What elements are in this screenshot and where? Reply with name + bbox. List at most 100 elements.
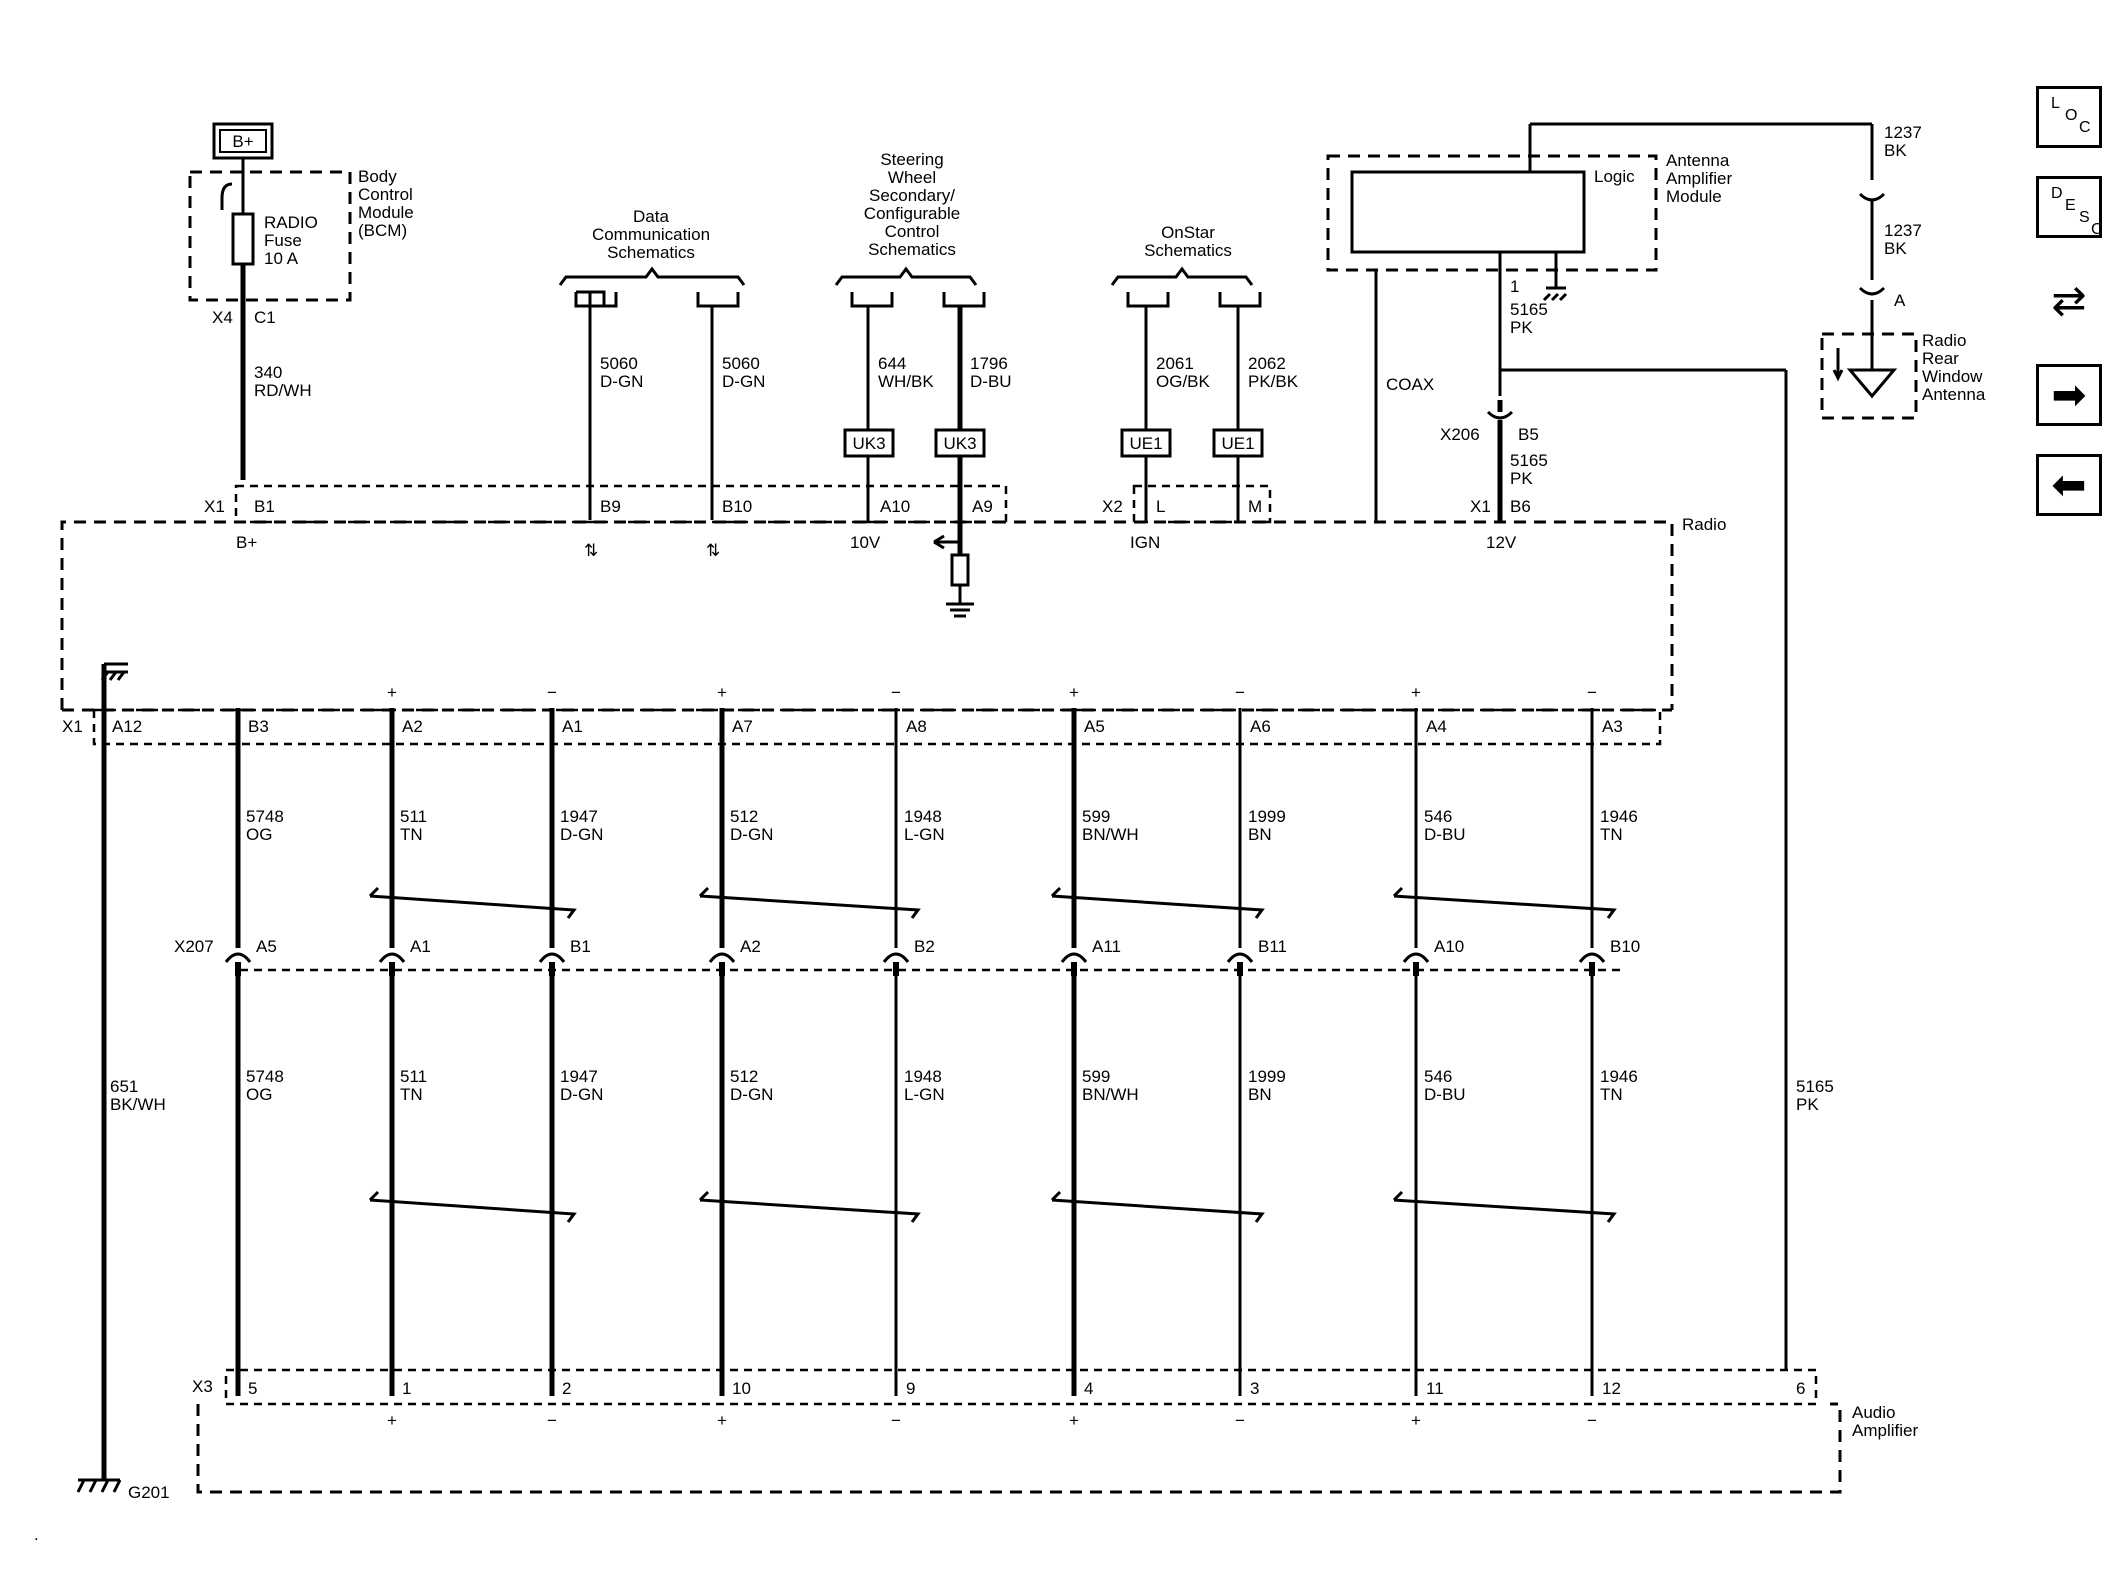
wire-circuit-label: 511 [400, 807, 427, 826]
polarity-mark: − [1235, 683, 1245, 702]
module-pin-1: 1 [1510, 277, 1519, 296]
twisted-pair-marker [698, 1190, 921, 1223]
svg-text:RADIO: RADIO [264, 213, 318, 232]
amp-pin-label: 3 [1250, 1379, 1259, 1398]
svg-text:1796: 1796 [970, 354, 1008, 373]
g201-ground-icon: G201 [76, 1478, 170, 1502]
radio-module-box [60, 520, 1674, 710]
radio-x1-lower-label: X1 [62, 717, 83, 736]
svg-text:UE1: UE1 [1129, 434, 1162, 453]
wire-color-label: D-GN [730, 1085, 773, 1104]
twisted-pair-marker [698, 886, 921, 919]
svg-text:Amplifier: Amplifier [1666, 169, 1732, 188]
radio-pin-b1: B1 [254, 497, 275, 516]
wire-circuit-label: 5748 [246, 807, 284, 826]
svg-text:OG/BK: OG/BK [1156, 372, 1211, 391]
svg-text:2061: 2061 [1156, 354, 1194, 373]
wire-color-label: TN [400, 825, 423, 844]
wire-circuit-label: 546 [1424, 807, 1452, 826]
antenna-icon [1846, 368, 1898, 399]
svg-text:OnStar: OnStar [1161, 223, 1215, 242]
amp-pin-label: 12 [1602, 1379, 1621, 1398]
inline-pin-label: B1 [570, 937, 591, 956]
wire-color-label: OG [246, 1085, 272, 1104]
svg-text:2062: 2062 [1248, 354, 1286, 373]
radio-pin-label: A6 [1250, 717, 1271, 736]
wire-color-label: D-GN [730, 825, 773, 844]
radio-fuse-label: RADIO Fuse 10 A [264, 213, 318, 268]
wire-circuit-label: 546 [1424, 1067, 1452, 1086]
radio-pin-label: A2 [402, 717, 423, 736]
wire-color-label: L-GN [904, 1085, 945, 1104]
wire-color-label: D-BU [1424, 825, 1466, 844]
twisted-pair-marker [1050, 886, 1265, 919]
wire-color-label: BN [1248, 1085, 1272, 1104]
radio-x1-lower-connector [92, 708, 1662, 746]
antenna-amplifier-module-label: Antenna Amplifier Module [1666, 151, 1732, 206]
page-dot: . [34, 1525, 39, 1544]
svg-text:PK/BK: PK/BK [1248, 372, 1299, 391]
svg-text:Communication: Communication [592, 225, 710, 244]
amp-pin-label: 2 [562, 1379, 571, 1398]
bplus-label: B+ [232, 132, 253, 151]
location-button[interactable]: L O C [2036, 86, 2102, 148]
bcm-module-box [188, 170, 352, 302]
svg-text:Audio: Audio [1852, 1403, 1895, 1422]
inline-pin-icon [389, 962, 395, 976]
svg-text:B9: B9 [600, 497, 621, 516]
polarity-mark: − [891, 1411, 901, 1430]
polarity-mark: − [547, 1411, 557, 1430]
polarity-mark: + [717, 1411, 727, 1430]
svg-text:Schematics: Schematics [1144, 241, 1232, 260]
polarity-mark: + [387, 1411, 397, 1430]
wire-color-label: TN [400, 1085, 423, 1104]
svg-text:10 A: 10 A [264, 249, 299, 268]
onstar-header: OnStar Schematics [1144, 223, 1232, 260]
description-button[interactable]: D E S C [2036, 176, 2103, 238]
inline-pin-label: A5 [256, 937, 277, 956]
inline-pin-label: A11 [1092, 937, 1121, 956]
wire-340-circuit: 340 [254, 363, 282, 382]
wire-color-label: BN/WH [1082, 1085, 1139, 1104]
inline-terminal-icon [1578, 952, 1606, 963]
ground-wire-651: A12 651 BK/WH [100, 662, 166, 1480]
inline-pin-label: A10 [1434, 937, 1464, 956]
wire-circuit-label: 512 [730, 1067, 758, 1086]
wire-circuit-label: 599 [1082, 807, 1110, 826]
svg-text:PK: PK [1510, 469, 1533, 488]
previous-arrow-button[interactable]: ⬅ [2036, 454, 2102, 516]
wire-color-label: TN [1600, 825, 1623, 844]
inline-terminal-icon [1226, 952, 1254, 963]
connector-tools-icon[interactable]: ⇄ [2036, 266, 2102, 336]
wire-color-label: OG [246, 825, 272, 844]
svg-text:BK: BK [1884, 239, 1907, 258]
svg-text:UE1: UE1 [1221, 434, 1254, 453]
next-arrow-button[interactable]: ➡ [2036, 364, 2102, 426]
svg-text:UK3: UK3 [852, 434, 885, 453]
polarity-mark: − [1587, 1411, 1597, 1430]
bidirectional-arrow-icon: ⇅ [584, 541, 598, 560]
logic-label: Logic [1594, 167, 1635, 186]
svg-text:Control: Control [358, 185, 413, 204]
coax-label: COAX [1386, 375, 1434, 394]
radio-bplus-note: B+ [236, 533, 257, 552]
amp-pin-label: 4 [1084, 1379, 1093, 1398]
audio-channel-wires: B35748OGA55748OG5A2511TNA1511TN1++A11947… [224, 683, 1640, 1430]
inline-pin-label: B10 [1610, 937, 1640, 956]
svg-text:WH/BK: WH/BK [878, 372, 934, 391]
svg-text:Configurable: Configurable [864, 204, 960, 223]
bcm-pin-c1: C1 [254, 308, 276, 327]
radio-pin-label: A7 [732, 717, 753, 736]
svg-text:Radio: Radio [1922, 331, 1966, 350]
svg-text:BK: BK [1884, 141, 1907, 160]
inline-pin-label: B2 [914, 937, 935, 956]
rear-antenna-box [1820, 332, 1918, 420]
svg-text:G201: G201 [128, 1483, 170, 1502]
polarity-mark: + [717, 683, 727, 702]
twisted-pair-marker [368, 1190, 577, 1223]
polarity-mark: − [891, 683, 901, 702]
